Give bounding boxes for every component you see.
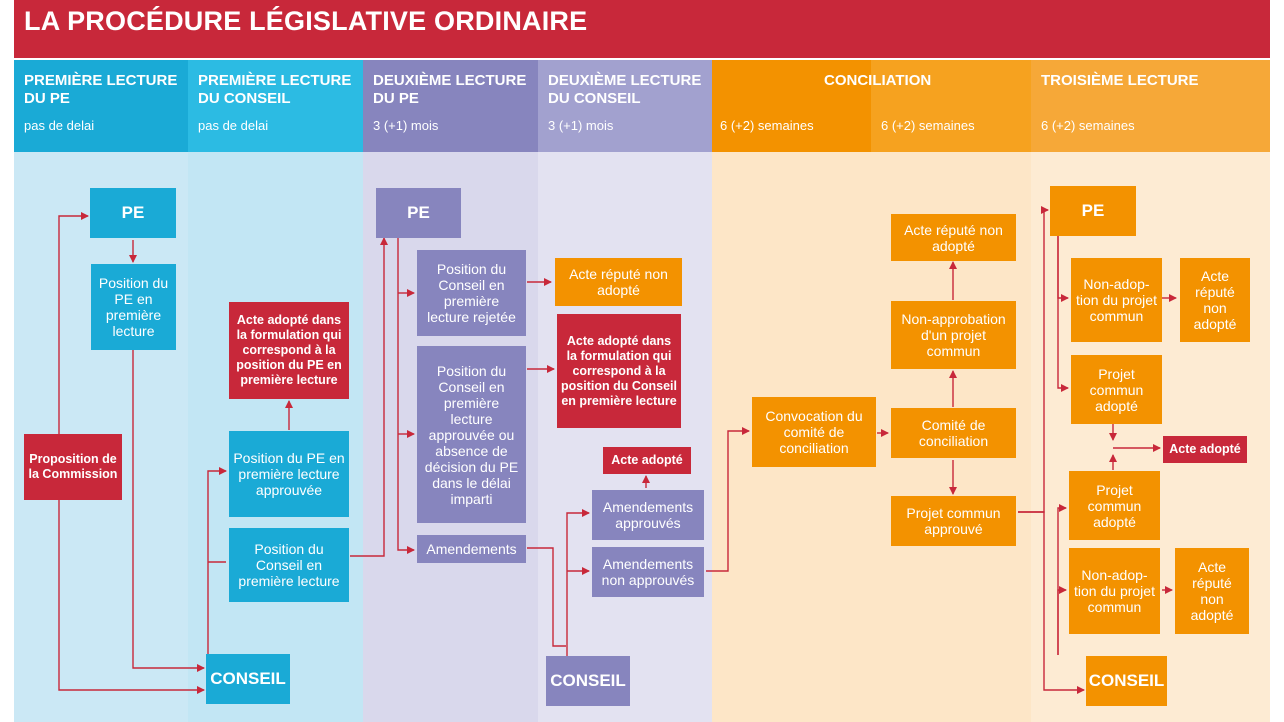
position-pe-node: Position du PE en première lecture: [91, 264, 176, 350]
position-conseil-node: Position du Conseil en première lecture: [229, 528, 349, 602]
convocation-comite-node: Convocation du comité de conciliation: [752, 397, 876, 467]
position-conseil-approuvee-node: Position du Conseil en première lecture …: [417, 346, 526, 523]
proposition-commission-node: Proposition de la Commission: [24, 434, 122, 500]
title-bar: [14, 0, 1270, 58]
column-heading: TROISIÈME LECTURE: [1041, 72, 1199, 89]
projet-commun-adopte-pe-node: Projet commun adopté: [1071, 355, 1162, 424]
position-pe-approuvee-node: Position du PE en première lecture appro…: [229, 431, 349, 517]
column-header-6: TROISIÈME LECTURE 6 (+2) semaines: [1031, 60, 1270, 152]
acte-repute-conciliation-node: Acte réputé non adopté: [891, 214, 1016, 261]
acte-repute-conseil3-node: Acte réputé non adopté: [1175, 548, 1249, 634]
conseil-node-3: CONSEIL: [1086, 656, 1167, 706]
column-deadline: 6 (+2) semaines: [720, 118, 814, 133]
column-header-3: DEUXIÈME LECTURE DU PE 3 (+1) mois: [363, 60, 538, 152]
column-deadline: 6 (+2) semaines: [1041, 118, 1135, 133]
column-heading: PREMIÈRE LECTURE DU PE: [24, 72, 178, 107]
projet-commun-adopte-conseil-node: Projet commun adopté: [1069, 471, 1160, 540]
column-heading: DEUXIÈME LECTURE DU CONSEIL: [548, 72, 702, 107]
conseil-node-1: CONSEIL: [206, 654, 290, 704]
acte-adopte-final-node: Acte adopté: [1163, 436, 1247, 463]
acte-adopte-conseil-node: Acte adopté dans la formulation qui corr…: [557, 314, 681, 428]
column-heading: DEUXIÈME LECTURE DU PE: [373, 72, 527, 107]
amendements-node: Amendements: [417, 535, 526, 563]
pe-node-2: PE: [376, 188, 461, 238]
comite-conciliation-node: Comité de conciliation: [891, 408, 1016, 458]
column-deadline: 3 (+1) mois: [548, 118, 614, 133]
projet-commun-approuve-node: Projet commun approuvé: [891, 496, 1016, 546]
column-heading: PREMIÈRE LECTURE DU CONSEIL: [198, 72, 352, 107]
column-deadline-2: 6 (+2) semaines: [881, 118, 975, 133]
non-adoption-pe-node: Non-adop-tion du projet commun: [1071, 258, 1162, 342]
column-header-1: PREMIÈRE LECTURE DU PE pas de delai: [14, 60, 188, 152]
amendements-non-approuves-node: Amendements non approuvés: [592, 547, 704, 597]
acte-repute-pe3-node: Acte réputé non adopté: [1180, 258, 1250, 342]
column-header-5: CONCILIATION 6 (+2) semaines 6 (+2) sema…: [712, 60, 1031, 152]
conseil-node-2: CONSEIL: [546, 656, 630, 706]
column-header-4: DEUXIÈME LECTURE DU CONSEIL 3 (+1) mois: [538, 60, 712, 152]
acte-adopte-node: Acte adopté: [603, 447, 691, 474]
column-header-2: PREMIÈRE LECTURE DU CONSEIL pas de delai: [188, 60, 363, 152]
non-adoption-conseil-node: Non-adop-tion du projet commun: [1069, 548, 1160, 634]
acte-adopte-pe-node: Acte adopté dans la formulation qui corr…: [229, 302, 349, 399]
column-deadline: pas de delai: [24, 118, 95, 133]
position-conseil-rejetee-node: Position du Conseil en première lecture …: [417, 250, 526, 336]
non-approbation-node: Non-approbation d'un projet commun: [891, 301, 1016, 369]
pe-node-3: PE: [1050, 186, 1136, 236]
pe-node: PE: [90, 188, 176, 238]
amendements-approuves-node: Amendements approuvés: [592, 490, 704, 540]
column-heading: CONCILIATION: [824, 72, 932, 89]
page-title: LA PROCÉDURE LÉGISLATIVE ORDINAIRE: [24, 6, 588, 36]
column-deadline: 3 (+1) mois: [373, 118, 439, 133]
acte-repute-non-adopte-node: Acte réputé non adopté: [555, 258, 682, 306]
column-deadline: pas de delai: [198, 118, 269, 133]
